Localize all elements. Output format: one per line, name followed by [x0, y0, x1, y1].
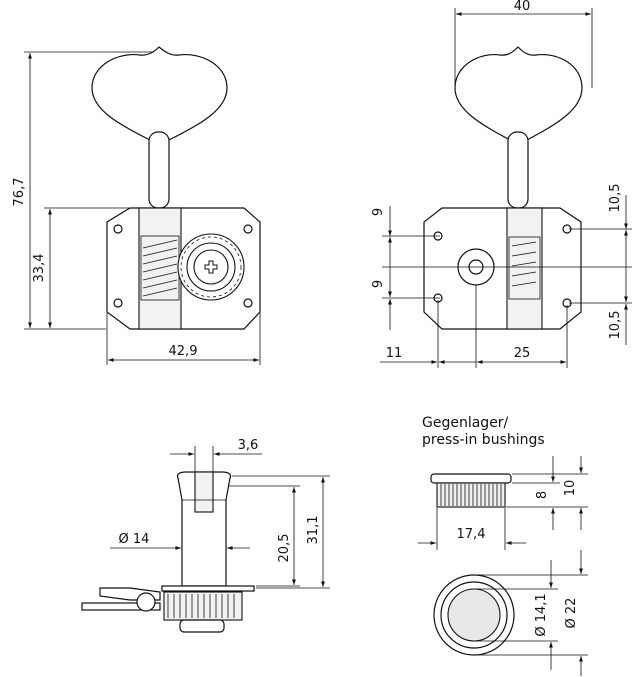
dim-h-right: 25 [514, 346, 531, 361]
side-view: 3,6 Ø 14 20,5 31,1 [81, 438, 330, 633]
mount-tab [81, 602, 161, 611]
dim-height-total: 76,7 [12, 178, 27, 207]
worm-end [136, 592, 156, 612]
dim-slot: 3,6 [238, 438, 259, 453]
front-view: 76,7 33,4 42,9 [12, 46, 261, 365]
gear-wheel [177, 233, 245, 301]
dim-r-bottom: 10,5 [608, 311, 623, 340]
dim-post-h: 20,5 [277, 534, 292, 563]
tuner-shaft [507, 131, 529, 209]
dim-width-plate: 42,9 [169, 344, 198, 359]
dim-r-top: 10,5 [608, 184, 623, 213]
knurling [440, 484, 502, 506]
dim-v-bottom: 9 [371, 280, 386, 288]
tuner-plate [423, 207, 582, 330]
string-post [176, 471, 232, 587]
dim-height-plate: 33,4 [32, 254, 47, 283]
tuner-key [91, 46, 228, 141]
gear-housing [138, 207, 182, 330]
bushing-view: Gegenlager/ press-in bushings 8 10 17,4 [418, 415, 588, 676]
dim-post-total: 31,1 [306, 516, 321, 545]
dim-post-dia: Ø 14 [119, 532, 150, 547]
dim-outer-dia: Ø 22 [564, 598, 579, 629]
base-plate [161, 585, 255, 592]
gear-side [163, 591, 243, 621]
dim-inner-h: 8 [535, 491, 550, 499]
mount-hole [243, 298, 253, 308]
bushing-flange [430, 473, 512, 484]
tuner-key [454, 46, 583, 141]
mount-hole [243, 224, 253, 234]
back-view: 40 9 9 10,5 10,5 11 25 [371, 0, 632, 368]
dim-h-left: 11 [386, 346, 403, 361]
bushing-bore [447, 588, 501, 642]
dim-width-key: 40 [514, 0, 531, 14]
dim-inner-dia: Ø 14,1 [534, 593, 549, 636]
post-slot [194, 471, 214, 513]
bushing-body [436, 482, 506, 508]
bushing-title-line2: press-in bushings [422, 432, 545, 448]
bushing-title-line1: Gegenlager/ [422, 415, 509, 431]
dim-outer-h: 10 [563, 480, 578, 497]
mount-hole [113, 298, 123, 308]
screw-head [179, 619, 225, 633]
dim-width: 17,4 [457, 527, 486, 542]
dim-v-top: 9 [371, 208, 386, 216]
gear-housing [506, 207, 543, 330]
tuner-shaft [148, 131, 170, 209]
mount-hole [113, 224, 123, 234]
